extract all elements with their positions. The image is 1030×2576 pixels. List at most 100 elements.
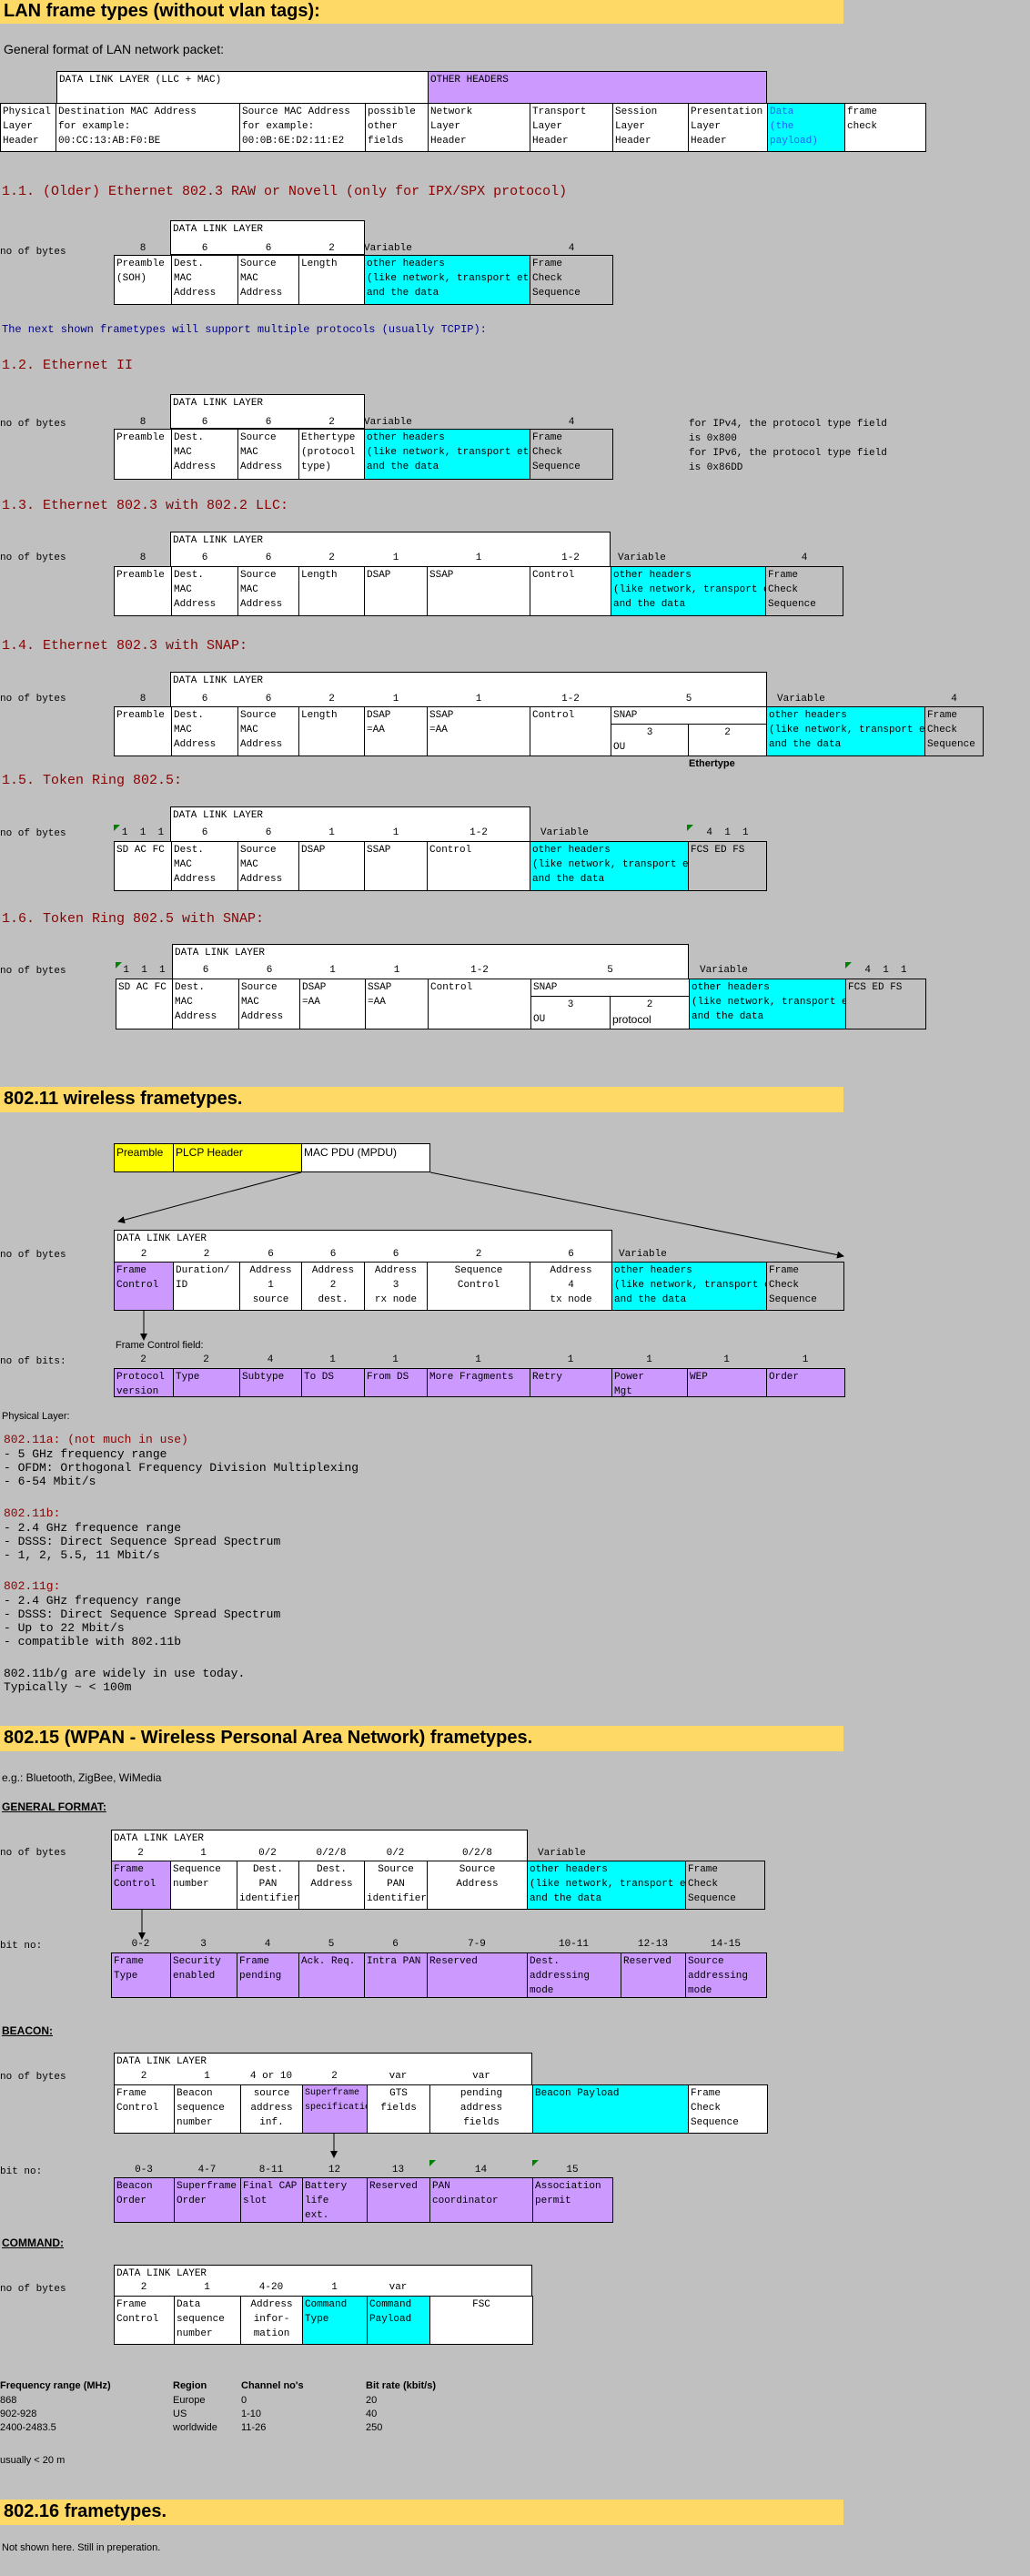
byte-count: 6 [265,553,272,563]
wpan-range-note: usually < 20 m [0,2455,66,2466]
freq-cell: 250 [366,2422,383,2433]
fc-subfield: Ack. Req. [298,1952,365,1998]
ieee-802-11a-title: 802.11a: (not much in use) [4,1433,188,1446]
mac-pdu: MAC PDU (MPDU) [301,1143,430,1172]
data-payload: Data (the payload) [767,103,845,152]
bit-count: 2 [203,1354,209,1365]
byte-count: 6 [268,1249,274,1260]
other-headers-data: other headers (like network, transport e… [527,1861,686,1910]
address-2: Address 2 dest. [301,1262,365,1311]
byte-count: 1 [392,553,399,563]
ethertype-bytes: 2 [724,727,731,738]
command-type: Command Type [302,2296,368,2345]
byte-count: Variable [364,243,412,254]
fc-subfield: Security enabled [170,1952,237,1998]
byte-count: 2 [140,2282,147,2293]
bit-number: 8-11 [258,2165,284,2175]
byte-count: 1-2 [561,553,580,563]
source-address-info: source address inf. [240,2084,303,2134]
ssap-field: SSAP [427,566,530,616]
bit-number: 14-15 [710,1939,741,1950]
ipv4-note: for IPv4, the protocol type field is 0x8… [689,419,887,444]
fc-subfield: Retry [530,1368,612,1397]
dll-box: DATA LINK LAYER [170,394,365,429]
byte-count: 2 [331,2071,338,2082]
ieee-802-11b-details: - 2.4 GHz frequence range - DSSS: Direct… [4,1521,281,1562]
byte-count: 1 [329,965,336,976]
fc-subfield: Power Mgt [611,1368,688,1397]
byte-count: Variable [777,694,825,705]
wman-note: Not shown here. Still in preperation. [2,2542,161,2553]
section-1-4-title: 1.4. Ethernet 802.3 with SNAP: [2,638,248,654]
freq-cell: 0 [241,2395,247,2406]
beacon-sequence-number: Beacon sequence number [174,2084,241,2134]
dest-pan-identifier: Dest. PAN identifier [237,1861,299,1910]
address-4: Address 4 tx node [530,1262,612,1311]
byte-count: 8 [139,417,146,428]
dest-mac: Dest. MAC Address [171,841,238,891]
byte-count: 1 [204,2282,210,2293]
protocol-label: protocol [612,1013,651,1026]
mpdu-expansion-arrows [117,1171,844,1341]
comment-marker [532,2160,539,2166]
bytes-label: no of bytes [0,2284,66,2295]
byte-count: 6 [201,827,208,838]
bytes-label: no of bytes [0,553,66,563]
session-layer-header: Session Layer Header [612,103,689,152]
byte-count: Variable [700,965,748,976]
bit-count: 1 [329,1354,336,1365]
byte-count: 6 [202,965,209,976]
byte-count: 1 [393,965,400,976]
byte-count: 1 [200,1848,207,1859]
beacon-payload: Beacon Payload [532,2084,689,2134]
bit-count: 1 [646,1354,652,1365]
byte-count: 2 [328,243,335,254]
bit-number: 3 [200,1939,207,1950]
source-mac: Source MAC Address [237,706,299,756]
bit-number: 0-3 [135,2165,153,2175]
fc-subfield: WEP [687,1368,767,1397]
byte-count: 0/2 [258,1848,277,1859]
freq-cell: 902-928 [0,2409,37,2419]
frame-check-sequence: Frame Check Sequence [924,706,984,756]
freq-header: Channel no's [241,2380,304,2391]
dsap-aa-field: DSAP =AA [299,979,366,1029]
byte-count: 1 1 1 [123,965,166,976]
fc-subfield: Order [766,1368,845,1397]
bytes-label: no of bytes [0,419,66,430]
ou-bytes: 3 [646,727,653,738]
byte-count: 6 [201,553,208,563]
comment-marker [114,825,120,831]
byte-count: 0/2/8 [461,1848,492,1859]
pending-address-fields: pending address fields [429,2084,533,2134]
fc-subfield: Source addressing mode [685,1952,767,1998]
byte-count: 1 1 1 [121,827,165,838]
source-mac: Source MAC Address [237,566,299,616]
ss-subfield: Final CAP slot [240,2177,303,2223]
ou-label: OU [613,742,626,753]
fc-subfield: More Fragments [427,1368,530,1397]
byte-count: 2 [137,1848,144,1859]
byte-count: 1 [331,2282,338,2293]
byte-count: 0/2 [386,1848,405,1859]
byte-count: 6 [392,1249,399,1260]
bit-number: 13 [391,2165,405,2175]
bit-no-label: bit no: [0,2166,43,2177]
ieee-802-11b-title: 802.11b: [4,1506,61,1520]
section-1-1-title: 1.1. (Older) Ethernet 802.3 RAW or Novel… [2,184,568,199]
byte-count: 1 [392,827,399,838]
bit-number: 10-11 [558,1939,589,1950]
comment-marker [429,2160,436,2166]
source-pan-identifier: Source PAN identifier [364,1861,428,1910]
byte-count: 1-2 [470,965,489,976]
dll-box: DATA LINK LAYER [170,220,365,255]
byte-count: 2 [328,694,335,705]
byte-count: 6 [329,1249,337,1260]
freq-header: Frequency range (MHz) [0,2380,111,2391]
byte-count: Variable [538,1848,586,1859]
dsap-aa-field: DSAP =AA [364,706,428,756]
frame-check-sequence: Frame Check Sequence [765,566,843,616]
freq-header: Bit rate (kbit/s) [366,2380,437,2391]
byte-count: 4 1 1 [864,965,907,976]
dest-address: Dest. Address [298,1861,365,1910]
